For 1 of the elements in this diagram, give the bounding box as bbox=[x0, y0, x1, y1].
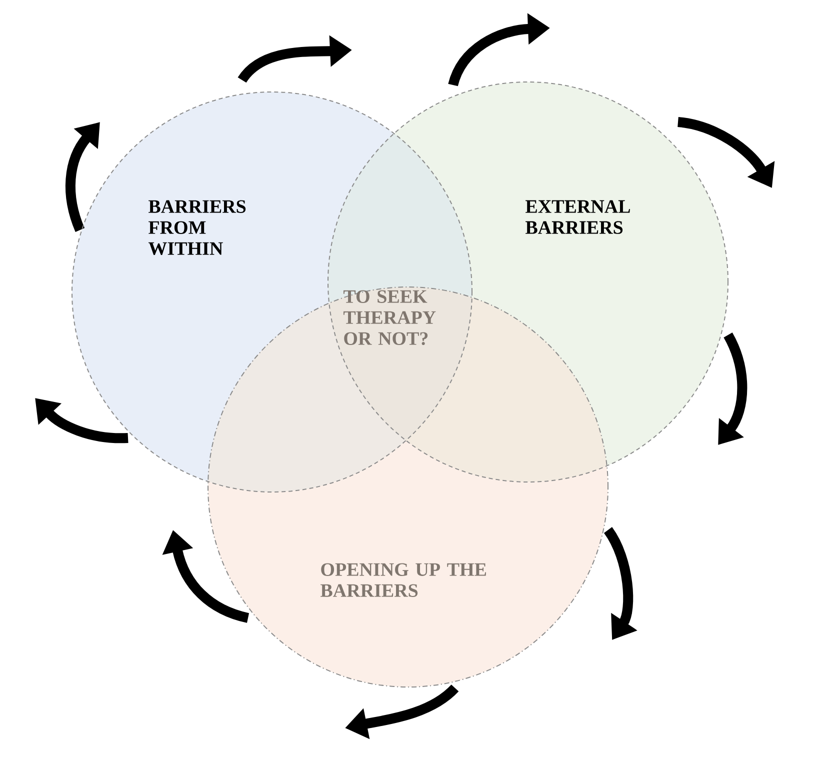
center-label: TO SEEK THERAPY OR NOT? bbox=[344, 290, 436, 346]
